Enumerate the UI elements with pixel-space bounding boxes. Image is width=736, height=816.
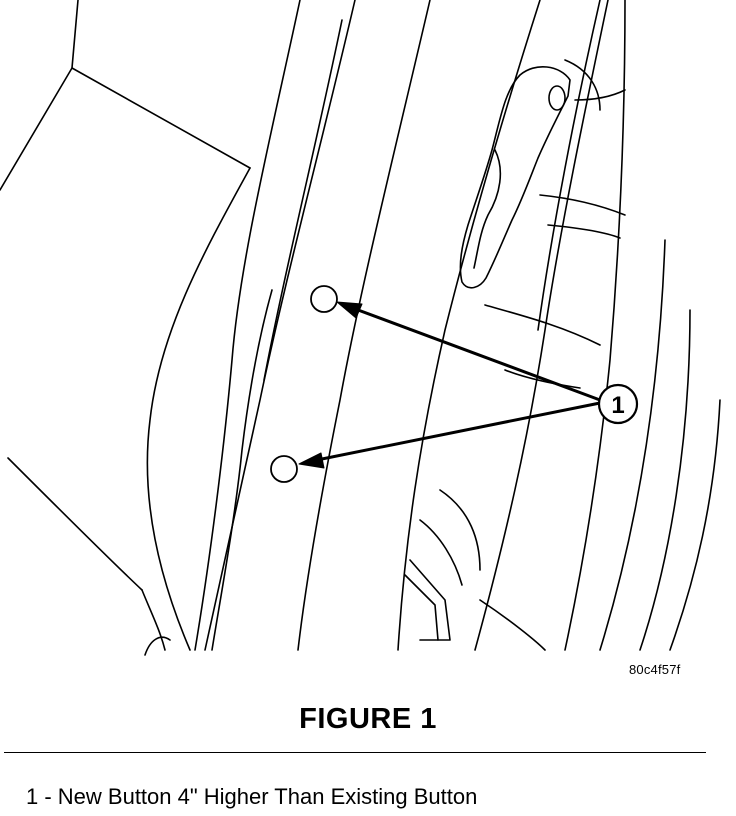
arrow-lower [310, 401, 602, 463]
divider [4, 752, 706, 753]
seat-bolster [146, 0, 356, 651]
figure-title: FIGURE 1 [299, 703, 437, 735]
arrow-upper [348, 305, 602, 402]
new-button-markers [270, 285, 338, 483]
arrow-lower-head [298, 452, 325, 469]
lower-button [270, 455, 298, 483]
pillar-trim [297, 0, 721, 651]
figure-reference-code: 80c4f57f [629, 662, 681, 677]
cabin-details [404, 194, 626, 651]
upper-button [310, 285, 338, 313]
arrow-upper-head [336, 301, 363, 319]
callout-circle [597, 383, 639, 425]
seat-diagram: 1 [0, 0, 721, 656]
leader-arrows [298, 301, 602, 469]
figure-illustration: 1 [0, 0, 721, 656]
callout-marker: 1 [597, 383, 639, 425]
callout-number: 1 [611, 392, 624, 419]
legend-item: 1 - New Button 4" Higher Than Existing B… [26, 784, 478, 809]
seat-belt-handle [459, 59, 626, 289]
seat-outline [0, 0, 251, 656]
